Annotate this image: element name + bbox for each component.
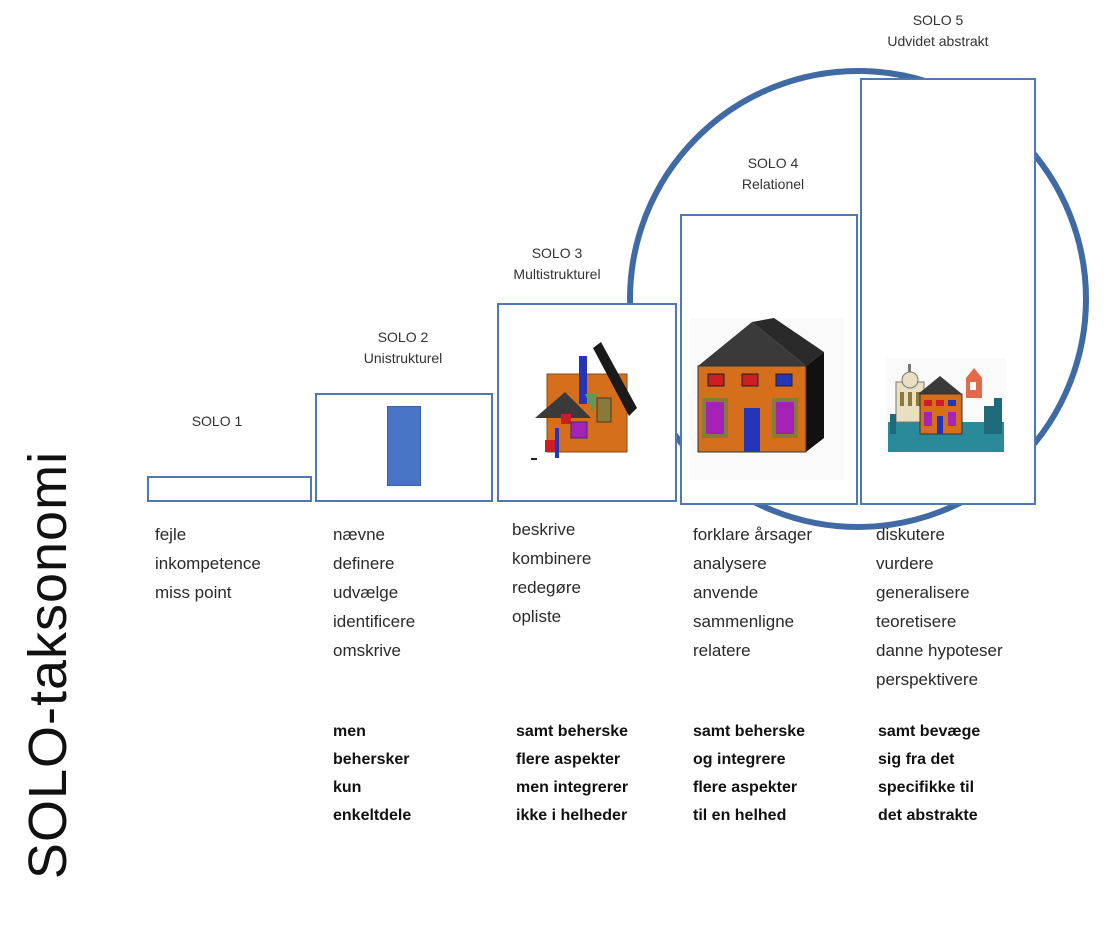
verb-item: beskrive — [512, 520, 576, 539]
summary-item: flere aspekter — [693, 779, 798, 796]
verb-item: miss point — [155, 583, 232, 602]
single-bar-icon — [387, 406, 421, 486]
summary-item: behersker — [333, 751, 410, 768]
solo4-verbs: forklare årsager analysere anvende samme… — [693, 520, 812, 665]
verb-item: danne hypoteser — [876, 641, 1003, 660]
summary-item: samt beherske — [693, 723, 806, 740]
verb-item: forklare årsager — [693, 525, 813, 544]
verb-item: sammenligne — [693, 612, 795, 631]
verb-item: omskrive — [333, 641, 402, 660]
verb-item: diskutere — [876, 525, 945, 544]
solo5-summary: samt bevæge sig fra det specifikke til d… — [878, 718, 980, 830]
verb-item: inkompetence — [155, 554, 261, 573]
summary-item: enkeltdele — [333, 807, 412, 824]
verb-item: perspektivere — [876, 670, 979, 689]
complete-house-icon — [690, 318, 844, 480]
city-scene-icon — [886, 358, 1006, 454]
solo2-subtitle: Unistrukturel — [363, 350, 443, 366]
verb-item: teoretisere — [876, 612, 957, 631]
verb-item: fejle — [155, 525, 187, 544]
solo1-title: SOLO 1 — [191, 413, 243, 429]
verb-item: generalisere — [876, 583, 970, 602]
solo1-verbs: fejle inkompetence miss point — [155, 520, 261, 607]
solo3-subtitle: Multistrukturel — [513, 266, 601, 282]
solo5-subtitle: Udvidet abstrakt — [887, 33, 989, 49]
solo5-label: SOLO 5 Udvidet abstrakt — [868, 10, 1008, 52]
summary-item: samt bevæge — [878, 723, 981, 740]
abstract-circle — [627, 68, 1089, 530]
solo4-title: SOLO 4 — [747, 155, 799, 171]
solo2-title: SOLO 2 — [377, 329, 429, 345]
solo2-verbs: nævne definere udvælge identificere omsk… — [333, 520, 415, 665]
verb-item: identificere — [333, 612, 416, 631]
verb-item: definere — [333, 554, 395, 573]
summary-item: det abstrakte — [878, 807, 978, 824]
solo2-label: SOLO 2 Unistrukturel — [343, 327, 463, 369]
summary-item: flere aspekter — [516, 751, 621, 768]
verb-item: anvende — [693, 583, 759, 602]
verb-item: udvælge — [333, 583, 399, 602]
summary-item: specifikke til — [878, 779, 975, 796]
summary-item: men — [333, 723, 366, 740]
solo5-verbs: diskutere vurdere generalisere teoretise… — [876, 520, 1003, 694]
solo4-subtitle: Relationel — [741, 176, 805, 192]
verb-item: analysere — [693, 554, 767, 573]
verb-item: vurdere — [876, 554, 934, 573]
scattered-house-parts-icon — [527, 338, 637, 468]
solo3-label: SOLO 3 Multistrukturel — [487, 243, 627, 285]
solo2-summary: men behersker kun enkeltdele — [333, 718, 411, 830]
solo5-title: SOLO 5 — [912, 12, 964, 28]
summary-item: og integrere — [693, 751, 786, 768]
summary-item: ikke i helheder — [516, 807, 628, 824]
verb-item: nævne — [333, 525, 385, 544]
summary-item: kun — [333, 779, 362, 796]
solo3-title: SOLO 3 — [531, 245, 583, 261]
solo3-summary: samt beherske flere aspekter men integre… — [516, 718, 628, 830]
verb-item: redegøre — [512, 578, 581, 597]
summary-item: men integrerer — [516, 779, 629, 796]
verb-item: opliste — [512, 607, 562, 626]
summary-item: sig fra det — [878, 751, 955, 768]
summary-item: samt beherske — [516, 723, 629, 740]
solo1-label: SOLO 1 — [167, 411, 267, 432]
solo4-label: SOLO 4 Relationel — [718, 153, 828, 195]
verb-item: relatere — [693, 641, 751, 660]
solo4-summary: samt beherske og integrere flere aspekte… — [693, 718, 805, 830]
solo1-box — [147, 476, 312, 502]
summary-item: til en helhed — [693, 807, 787, 824]
side-title: SOLO-taksonomi — [18, 450, 78, 880]
solo3-verbs: beskrive kombinere redegøre opliste — [512, 515, 591, 631]
verb-item: kombinere — [512, 549, 592, 568]
